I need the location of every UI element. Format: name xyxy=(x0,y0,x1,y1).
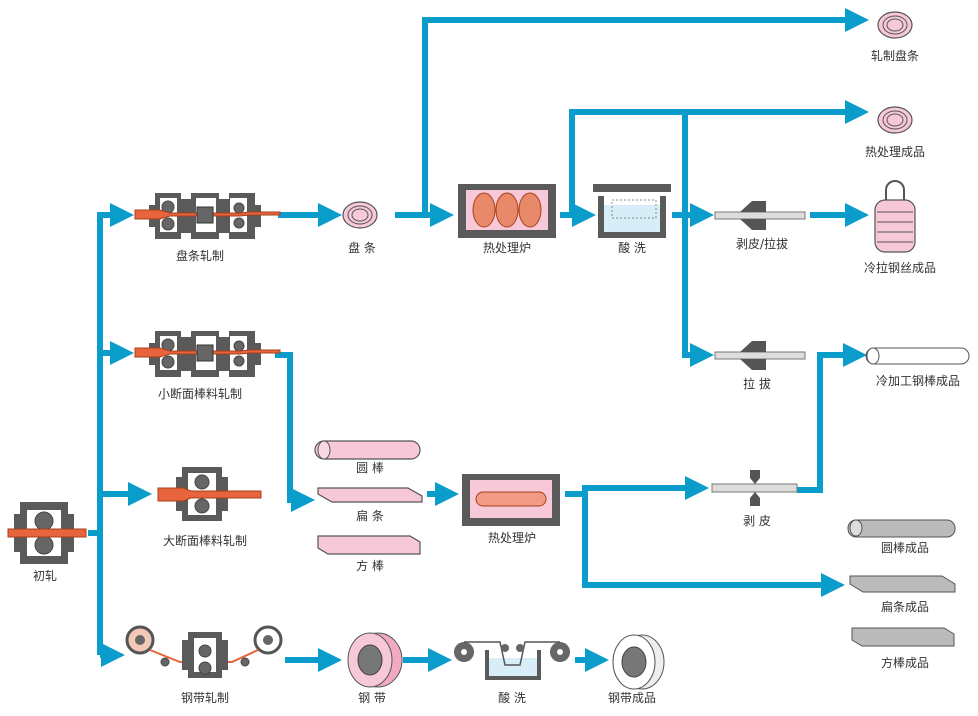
wire-rod-rolling-label: 盘条轧制 xyxy=(176,248,224,263)
round-bar-label: 圆 棒 xyxy=(356,461,384,475)
strip-rolling-label: 钢带轧制 xyxy=(181,691,229,705)
pickling-1-label: 酸 洗 xyxy=(618,240,646,255)
rolled-wire-rod-product-icon xyxy=(877,11,913,39)
wire-rod-rolling-mill-icon xyxy=(134,192,281,240)
square-bar-product-icon xyxy=(851,627,955,647)
peel-draw-die-icon xyxy=(714,200,806,231)
strip-label: 钢 带 xyxy=(358,691,386,705)
flow-to-bar-products xyxy=(582,494,845,597)
flow-to-cold-worked-bar xyxy=(797,343,867,493)
flow-to-rolled-wire-rod xyxy=(422,8,869,215)
wire-rod-coil-icon xyxy=(342,201,378,229)
round-bar-product-label: 圆棒成品 xyxy=(881,541,929,555)
initial-rolling-label: 初轧 xyxy=(33,569,57,583)
square-bar-label: 方 棒 xyxy=(356,558,384,573)
small-bar-rolling-mill-icon xyxy=(134,330,281,378)
flow-lines xyxy=(88,8,869,672)
flow-small-bar-to-bars xyxy=(275,352,315,512)
heat-treated-label: 热处理成品 xyxy=(865,145,925,159)
strip-product-roll-icon xyxy=(612,634,665,690)
peel-draw-label: 剥皮/拉拔 xyxy=(736,236,788,251)
steel-strip-roll-icon xyxy=(347,632,403,688)
flat-bar-icon xyxy=(317,487,423,503)
peel-die-icon xyxy=(711,470,798,506)
flow-to-draw xyxy=(682,112,714,367)
strip-rolling-mill-icon xyxy=(125,625,283,678)
large-bar-rolling-mill-icon xyxy=(157,467,262,521)
round-bar-icon xyxy=(314,440,421,460)
small-bar-rolling-label: 小断面棒料轧制 xyxy=(158,386,242,401)
flat-bar-product-icon xyxy=(849,575,956,593)
heat-treatment-furnace-2-icon xyxy=(462,474,560,526)
draw-label: 拉 拔 xyxy=(743,376,771,391)
flat-bar-product-label: 扁条成品 xyxy=(881,600,929,614)
flat-bar-label: 扁 条 xyxy=(356,509,384,523)
heat-furnace-1-label: 热处理炉 xyxy=(483,241,531,255)
pickling-tank-2-icon xyxy=(454,641,570,680)
flow-to-heat-treated xyxy=(569,100,869,215)
flow-to-peel xyxy=(565,476,709,500)
square-bar-icon xyxy=(317,535,421,555)
cold-drawn-wire-coil-icon xyxy=(874,180,916,253)
pickling-tank-1-icon xyxy=(593,184,671,238)
large-bar-rolling-label: 大断面棒料轧制 xyxy=(163,533,247,548)
initial-rolling-mill-icon xyxy=(7,502,87,564)
rolled-wire-rod-label: 轧制盘条 xyxy=(871,48,919,63)
cold-worked-bar-label: 冷加工钢棒成品 xyxy=(876,374,960,388)
square-bar-product-label: 方棒成品 xyxy=(881,655,929,670)
heat-treatment-furnace-1-icon xyxy=(458,184,556,238)
flow-initial-trunk xyxy=(88,212,103,655)
round-bar-product-icon xyxy=(847,519,956,538)
peel-label: 剥 皮 xyxy=(743,514,771,528)
strip-product-label: 钢带成品 xyxy=(608,691,656,705)
heat-furnace-2-label: 热处理炉 xyxy=(488,531,536,545)
cold-worked-bar-icon xyxy=(865,347,970,365)
draw-die-icon xyxy=(714,340,806,371)
cold-drawn-wire-label: 冷拉钢丝成品 xyxy=(864,260,936,275)
heat-treated-product-icon xyxy=(877,106,913,134)
wire-rod-label: 盘 条 xyxy=(348,240,376,255)
pickling-2-label: 酸 洗 xyxy=(498,690,526,705)
